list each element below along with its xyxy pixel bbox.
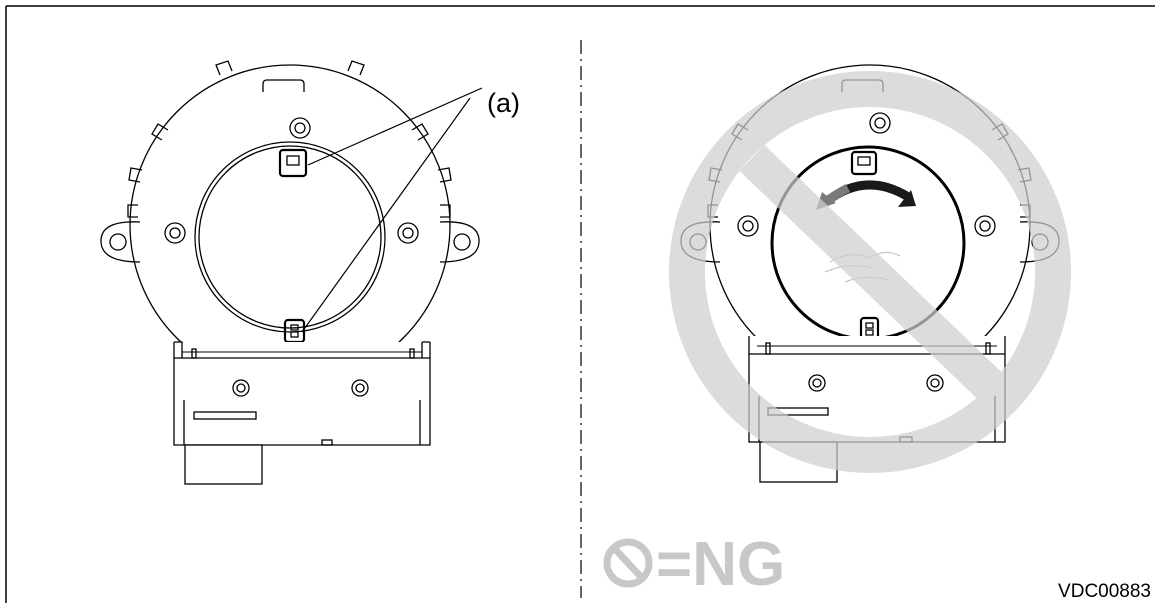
ear-hole-right [453,233,471,251]
top-tab [262,79,305,92]
diagram-frame [5,5,1155,603]
prohibited-icon [603,538,653,588]
callout-leaders [301,87,483,333]
key-clip-top [850,150,878,176]
steering-angle-sensor-correct [100,60,480,485]
mounting-ear-left [100,221,141,263]
prohibited-icon [669,71,1071,473]
callout-label-a: (a) [487,88,520,118]
screw-bosses [737,112,996,237]
ng-legend: =NG [603,530,785,599]
connector-slot [193,411,257,420]
rotation-arrow-icon [816,180,916,210]
connector-housing [173,341,431,446]
key-clip-top [278,148,308,178]
mounting-ear-right [439,221,480,263]
screw-bosses [164,117,419,244]
center-bore-outer [194,141,386,333]
ng-legend-text: =NG [656,530,785,599]
connector-plug [184,444,263,485]
housing-notches [127,60,452,218]
figure-code: VDC00883 [1058,581,1151,602]
ear-hole-left [109,233,127,251]
center-bore-inner [198,145,382,329]
